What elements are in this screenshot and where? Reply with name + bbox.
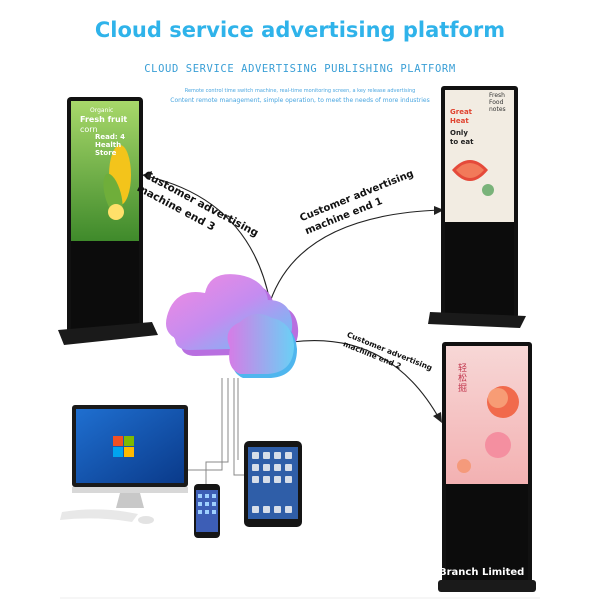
page-subtitle: CLOUD SERVICE ADVERTISING PUBLISHING PLA… bbox=[144, 63, 456, 75]
screen-left-brand: Organic bbox=[90, 107, 114, 114]
curve-to-end3 bbox=[145, 175, 271, 303]
kiosk-end3 bbox=[58, 97, 158, 345]
page-title: Cloud service advertising platform bbox=[94, 18, 506, 42]
branch-text: Branch Limited bbox=[439, 567, 525, 578]
cloud-icon bbox=[166, 274, 299, 378]
desktop-monitor bbox=[60, 405, 188, 524]
device-lines bbox=[186, 378, 244, 484]
arrow-end3-icon bbox=[142, 171, 152, 180]
smartphone bbox=[194, 484, 220, 538]
description-line-1: Remote control time switch machine, real… bbox=[184, 88, 416, 94]
kiosk-end1 bbox=[428, 86, 526, 328]
connection-lines bbox=[145, 175, 442, 421]
screen-left-text-2: corn bbox=[80, 125, 98, 134]
curve-to-end1 bbox=[269, 209, 442, 303]
kiosk-end2 bbox=[438, 342, 536, 592]
screen-rt-text-4: to eat bbox=[450, 138, 474, 146]
arrow-end1-icon bbox=[434, 206, 444, 215]
screen-rt-vertical: Fresh Food notes bbox=[489, 92, 506, 113]
screen-rt-text-2: Heat bbox=[450, 117, 469, 125]
screen-left-text-1: Fresh fruit bbox=[80, 115, 128, 124]
description-line-2: Content remote management, simple operat… bbox=[170, 97, 430, 104]
curve-to-end2 bbox=[291, 340, 441, 421]
screen-left-text-5: Store bbox=[95, 149, 117, 157]
screen-left-text-3: Read: 4 bbox=[95, 133, 125, 141]
arrow-end2-icon bbox=[433, 412, 442, 423]
tablet bbox=[244, 441, 302, 527]
screen-rb-vertical: 轻松掘 bbox=[458, 364, 468, 394]
screen-rt-text-1: Great bbox=[450, 108, 473, 116]
arrow-heads bbox=[142, 171, 444, 423]
screen-rt-text-3: Only bbox=[450, 129, 468, 137]
screen-left-text-4: Health bbox=[95, 141, 122, 149]
